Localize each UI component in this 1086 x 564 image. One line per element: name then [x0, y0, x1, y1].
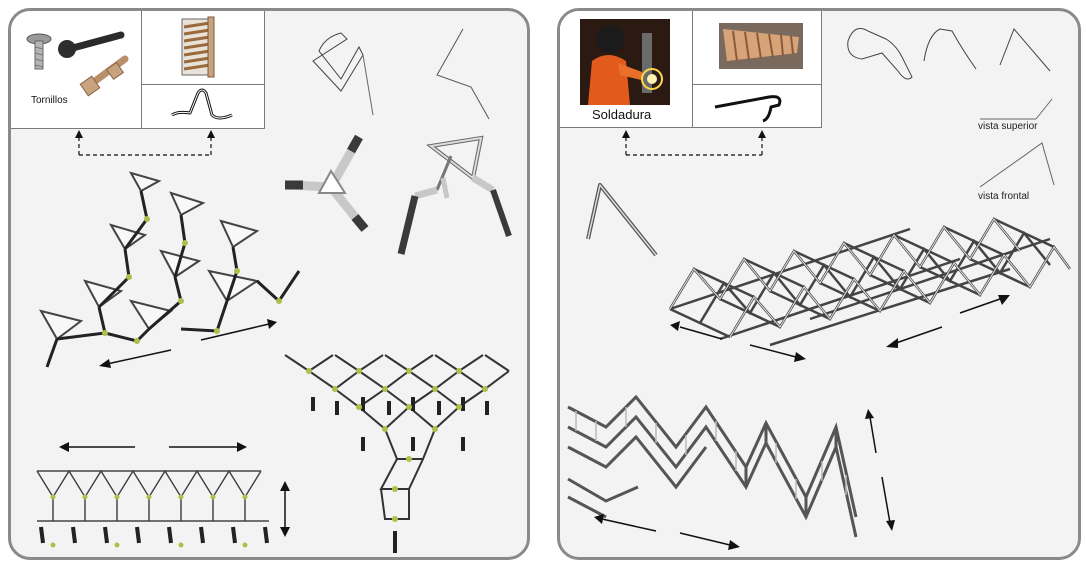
- expansion-arrows: [91, 316, 291, 376]
- cell-wood-stack: [141, 8, 265, 85]
- weld-profile-icon: [693, 85, 823, 129]
- welder-photo: [558, 9, 697, 109]
- mesh-expansion-arrows: [660, 283, 1020, 373]
- single-v-rod: [584, 179, 664, 269]
- vertical-arrow: [275, 479, 295, 539]
- bolted-grid-plan: [273, 341, 523, 556]
- angle-rod-sketch: [990, 21, 1056, 81]
- wave-horizontal-arrows: [590, 511, 770, 551]
- cell-screws: Tornillos: [8, 8, 142, 129]
- cell-weld-profile: [692, 84, 822, 128]
- welding-label: Soldadura: [592, 107, 651, 122]
- wave-vertical-arrows: [862, 407, 902, 537]
- bent-rod-sketch: [918, 21, 982, 81]
- wood-stack-icon: [142, 9, 266, 86]
- cell-welding: Soldadura: [557, 8, 696, 128]
- bolted-grid-elevation: [29, 461, 289, 553]
- wood-panel-photo: [693, 9, 823, 86]
- front-view-sketch: [980, 141, 1060, 191]
- panel-welded-system: Soldadura vista superior vista: [557, 8, 1081, 560]
- screws-label: Tornillos: [31, 95, 68, 106]
- cell-wood-panel: [692, 8, 822, 85]
- rod-angle-sketch: [423, 25, 503, 121]
- top-view-label: vista superior: [978, 121, 1037, 132]
- panel-bolted-system: Tornillos: [8, 8, 530, 560]
- connector-outline-sketch: [301, 21, 381, 121]
- weld-outline-sketch: [842, 21, 918, 87]
- connector-profile-icon: [142, 85, 266, 130]
- tripod-isometric: [381, 126, 521, 266]
- horizontal-arrows: [55, 437, 255, 457]
- screws-illustration: [9, 9, 143, 130]
- dashed-link-arrow-right: [616, 129, 776, 169]
- cell-connector-profile: [141, 84, 265, 129]
